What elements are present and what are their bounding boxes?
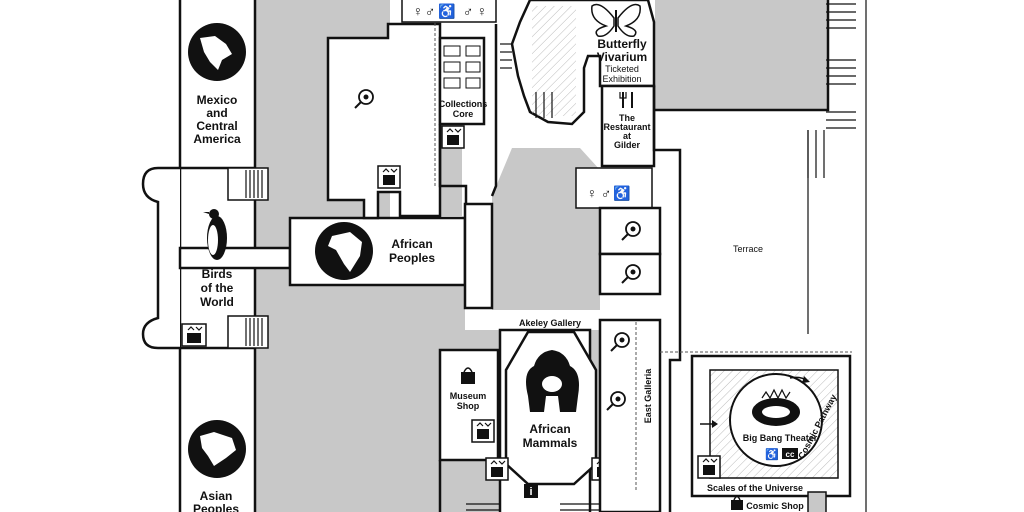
accessible-icon: ♿ [438,3,455,20]
african-mammals-label-2: Mammals [523,436,578,450]
arrow-icon [700,420,718,428]
stairs-icon [500,43,553,118]
svg-text:cc: cc [786,450,795,459]
big-bang-label: Big Bang Theater [743,433,818,443]
elevator-icon[interactable] [485,457,509,481]
west-connector [178,246,292,270]
restrooms-top: ♀ ♂ ♿ ♂ ♀ [401,0,497,23]
cosmic-shop-label: Cosmic Shop [746,501,804,511]
shopping-bag-icon[interactable] [731,495,743,511]
african-peoples-label-2: Peoples [389,251,435,265]
akeley-label: Akeley Gallery [519,318,581,328]
core-wall-right [490,24,498,197]
museum-shop-label-2: Shop [457,401,480,411]
accessible-icon: ♿ [613,185,630,202]
cosmic-shop-block [807,491,827,512]
restaurant-label-2: Restaurant [603,122,650,132]
globe-icon [188,420,246,478]
explore-magnifier-icon[interactable] [354,89,374,109]
explore-magnifier-icon[interactable] [610,332,630,352]
african-mammals-label-1: African [529,422,570,436]
terrace-label: Terrace [733,244,763,254]
grey-block-northeast [655,0,827,110]
vivarium-hatch [532,6,576,116]
mexico-label-4: America [193,132,241,146]
elevator-icon[interactable] [377,165,401,189]
restroom-women-icon: ♀ [587,185,598,201]
scales-label: Scales of the Universe [707,483,803,493]
cc-badge: cc [782,448,798,459]
restroom-women-icon: ♀ [477,3,488,19]
elevator-icon[interactable] [471,419,495,443]
butterfly-label-2: Vivarium [597,50,647,64]
butterfly-sub-1: Ticketed [605,64,639,74]
collections-label-1: Collections [439,99,488,109]
stairs-icon [227,167,269,201]
rose-center-wall [668,334,682,512]
restroom-men-icon: ♂ [601,185,612,201]
restrooms-east: ♀ ♂ ♿ [575,167,653,209]
penguin-icon [203,209,227,260]
birds-label-2: of the [201,281,234,295]
restroom-men-icon: ♂ [463,3,474,19]
accessible-icon: ♿ [765,448,779,461]
stairs-icon [227,315,269,349]
explore-magnifier-icon[interactable] [621,264,641,284]
info-icon[interactable]: i [524,484,538,498]
dining-icon [619,92,633,108]
explore-magnifier-icon[interactable] [606,391,626,411]
birds-rotunda [141,166,180,350]
elevator-icon[interactable] [181,323,207,347]
restaurant-label-3: at [623,131,631,141]
collections-wall [438,124,468,204]
globe-icon [188,23,246,81]
african-peoples-label-1: African [391,237,432,251]
birds-label-3: World [200,295,234,309]
hall-collections-core [438,36,486,126]
butterfly-icon [591,3,641,38]
stairs-icon [466,503,600,511]
central-corridor [463,202,494,310]
gorilla-icon [526,350,579,412]
east-galleria-label: East Galleria [643,368,653,424]
shopping-bag-icon[interactable] [461,367,475,384]
butterfly-label-1: Butterfly [597,37,647,51]
restaurant-label-4: Gilder [614,140,641,150]
hall-african-peoples-north [326,22,442,220]
globe-icon [315,222,373,280]
east-galleria [598,318,662,512]
arrow-icon [789,376,810,383]
svg-text:♿: ♿ [765,448,779,461]
stairs-icon [807,3,856,178]
restroom-women-icon: ♀ [413,3,424,19]
butterfly-sub-2: Exhibition [602,74,641,84]
grey-block-west-lower [255,268,465,512]
mexico-label-1: Mexico [197,93,238,107]
big-bang-theater-icon [752,388,800,426]
mexico-label-3: Central [196,119,237,133]
elevator-icon[interactable] [441,125,465,149]
birds-label-1: Birds [202,267,233,281]
collections-label-2: Core [453,109,474,119]
grey-block-middle [492,148,600,310]
explore-magnifier-icon[interactable] [621,221,641,241]
restroom-men-icon: ♂ [425,3,436,19]
asian-label-2: Peoples [193,502,239,512]
museum-shop-label-1: Museum [450,391,487,401]
explore-room-1 [598,206,662,256]
northeast-wall [655,0,830,112]
collections-icons [443,45,481,89]
elevator-icon[interactable] [697,455,721,479]
restaurant-label-1: The [619,113,635,123]
asian-label-1: Asian [200,489,233,503]
mexico-label-2: and [206,106,227,120]
explore-room-2 [598,252,662,296]
svg-text:i: i [529,486,532,498]
east-wall [652,86,682,334]
